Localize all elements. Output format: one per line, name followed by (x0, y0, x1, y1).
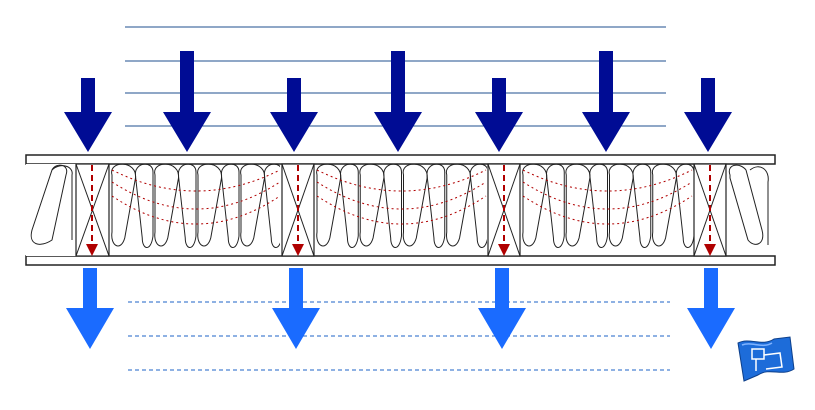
heat-flow-arc (522, 195, 693, 225)
insulation-batt (316, 163, 342, 247)
insulation-batt (111, 163, 137, 247)
insulation-batt (522, 163, 548, 247)
insulation-cavity (522, 163, 695, 248)
heat-flow-arc (316, 181, 487, 210)
insulation-batt (446, 163, 471, 247)
heat-flow-arc (522, 181, 693, 210)
insulation-batt (469, 163, 487, 248)
incoming-heat-arrow (475, 78, 523, 152)
insulation-batt (632, 163, 652, 248)
insulation-batt (220, 163, 240, 248)
incoming-heat-arrow (64, 78, 112, 152)
heat-flow-arc (316, 169, 487, 192)
outgoing-heat-arrow (272, 268, 320, 349)
insulation-batt (675, 163, 695, 248)
heat-flow-arc (111, 169, 280, 192)
top-sheathing-plate (25, 154, 776, 165)
outgoing-heat-arrows (66, 268, 735, 349)
outgoing-heat-arrow (66, 268, 114, 349)
heat-flow-arc (522, 169, 693, 192)
insulation-batt (177, 163, 197, 248)
heat-flow-arc (316, 195, 487, 225)
wall-assembly (25, 154, 776, 266)
incoming-heat-arrows (64, 51, 732, 152)
insulation-batt (263, 163, 280, 248)
insulation-batt (426, 163, 446, 248)
insulation-batt (197, 163, 223, 247)
incoming-heat-arrow (684, 78, 732, 152)
incoming-heat-arrow (374, 51, 422, 152)
insulation-batt (546, 163, 565, 248)
incoming-heat-arrow (582, 51, 630, 152)
incoming-heat-arrow (270, 78, 318, 152)
outgoing-heat-arrow (687, 268, 735, 349)
insulation-batt (402, 163, 428, 247)
outgoing-heat-arrow (478, 268, 526, 349)
bottom-temperature-lines (128, 301, 670, 371)
insulation-batt (240, 163, 266, 247)
insulation-end-left (26, 164, 76, 256)
heat-flow-arc (111, 195, 280, 225)
blueprint-flag-icon (737, 336, 795, 382)
bottom-sheathing-plate (25, 255, 776, 266)
insulation-end-right (728, 164, 769, 245)
heat-flow-arc (111, 181, 280, 210)
insulation-batt (383, 163, 402, 248)
incoming-heat-arrow (163, 51, 211, 152)
insulation-batt (154, 163, 180, 247)
insulation-cavity (111, 163, 280, 248)
insulation-batt (589, 163, 608, 248)
heat-paths (86, 165, 716, 256)
insulation-batt (134, 163, 154, 248)
insulation-batt (359, 163, 385, 247)
insulation-batt (652, 163, 677, 247)
insulation-cavity (316, 163, 487, 248)
insulation-batt (565, 163, 591, 247)
insulation-batt (340, 163, 359, 248)
insulation-batt (608, 163, 634, 247)
